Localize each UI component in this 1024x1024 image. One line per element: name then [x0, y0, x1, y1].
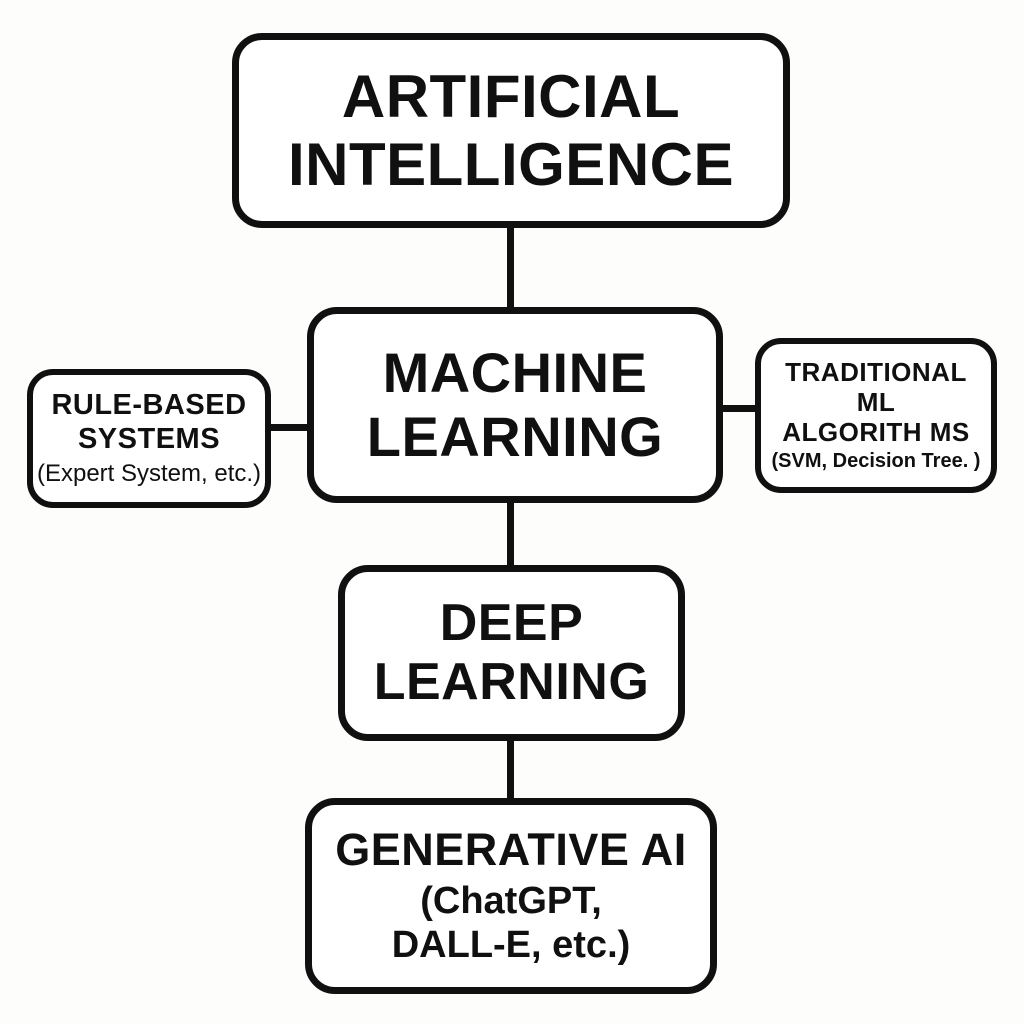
node-label: TRADITIONAL — [785, 357, 967, 388]
connector-ml-to-trad — [720, 405, 758, 412]
connector-rule-to-ml — [268, 424, 310, 431]
node-machine-learning: MACHINE LEARNING — [307, 307, 723, 503]
node-sublabel: (Expert System, etc.) — [36, 459, 262, 487]
node-label: INTELLIGENCE — [287, 130, 734, 198]
node-rule-based-systems: RULE-BASED SYSTEMS (Expert System, etc.) — [27, 369, 271, 508]
node-sublabel-group: (ChatGPT, DALL-E, etc.) — [392, 880, 631, 967]
node-label: ARTIFICIAL — [341, 63, 681, 131]
node-label: GENERATIVE AI — [335, 823, 687, 875]
node-traditional-ml-algorithms: TRADITIONAL ML ALGORITH MS (SVM, Decisio… — [755, 338, 997, 493]
node-generative-ai: GENERATIVE AI (ChatGPT, DALL-E, etc.) — [305, 798, 717, 994]
node-label: RULE-BASED — [51, 389, 247, 422]
node-label: ML — [856, 387, 896, 418]
node-label: SYSTEMS — [77, 422, 221, 455]
connector-deep-to-gen — [507, 739, 514, 801]
node-artificial-intelligence: ARTIFICIAL INTELLIGENCE — [232, 33, 790, 228]
node-deep-learning: DEEP LEARNING — [338, 565, 685, 741]
node-label: MACHINE — [382, 341, 648, 405]
node-sublabel: (SVM, Decision Tree. ) — [771, 449, 981, 472]
node-label: DEEP — [439, 593, 584, 652]
node-sublabel: DALL-E, etc.) — [391, 923, 631, 966]
node-label: LEARNING — [373, 653, 650, 711]
node-sublabel: (ChatGPT, — [420, 880, 602, 923]
node-label: LEARNING — [366, 405, 664, 468]
connector-ai-to-ml — [507, 226, 514, 310]
connector-ml-to-deep — [507, 501, 514, 568]
node-label: ALGORITH MS — [782, 416, 970, 447]
